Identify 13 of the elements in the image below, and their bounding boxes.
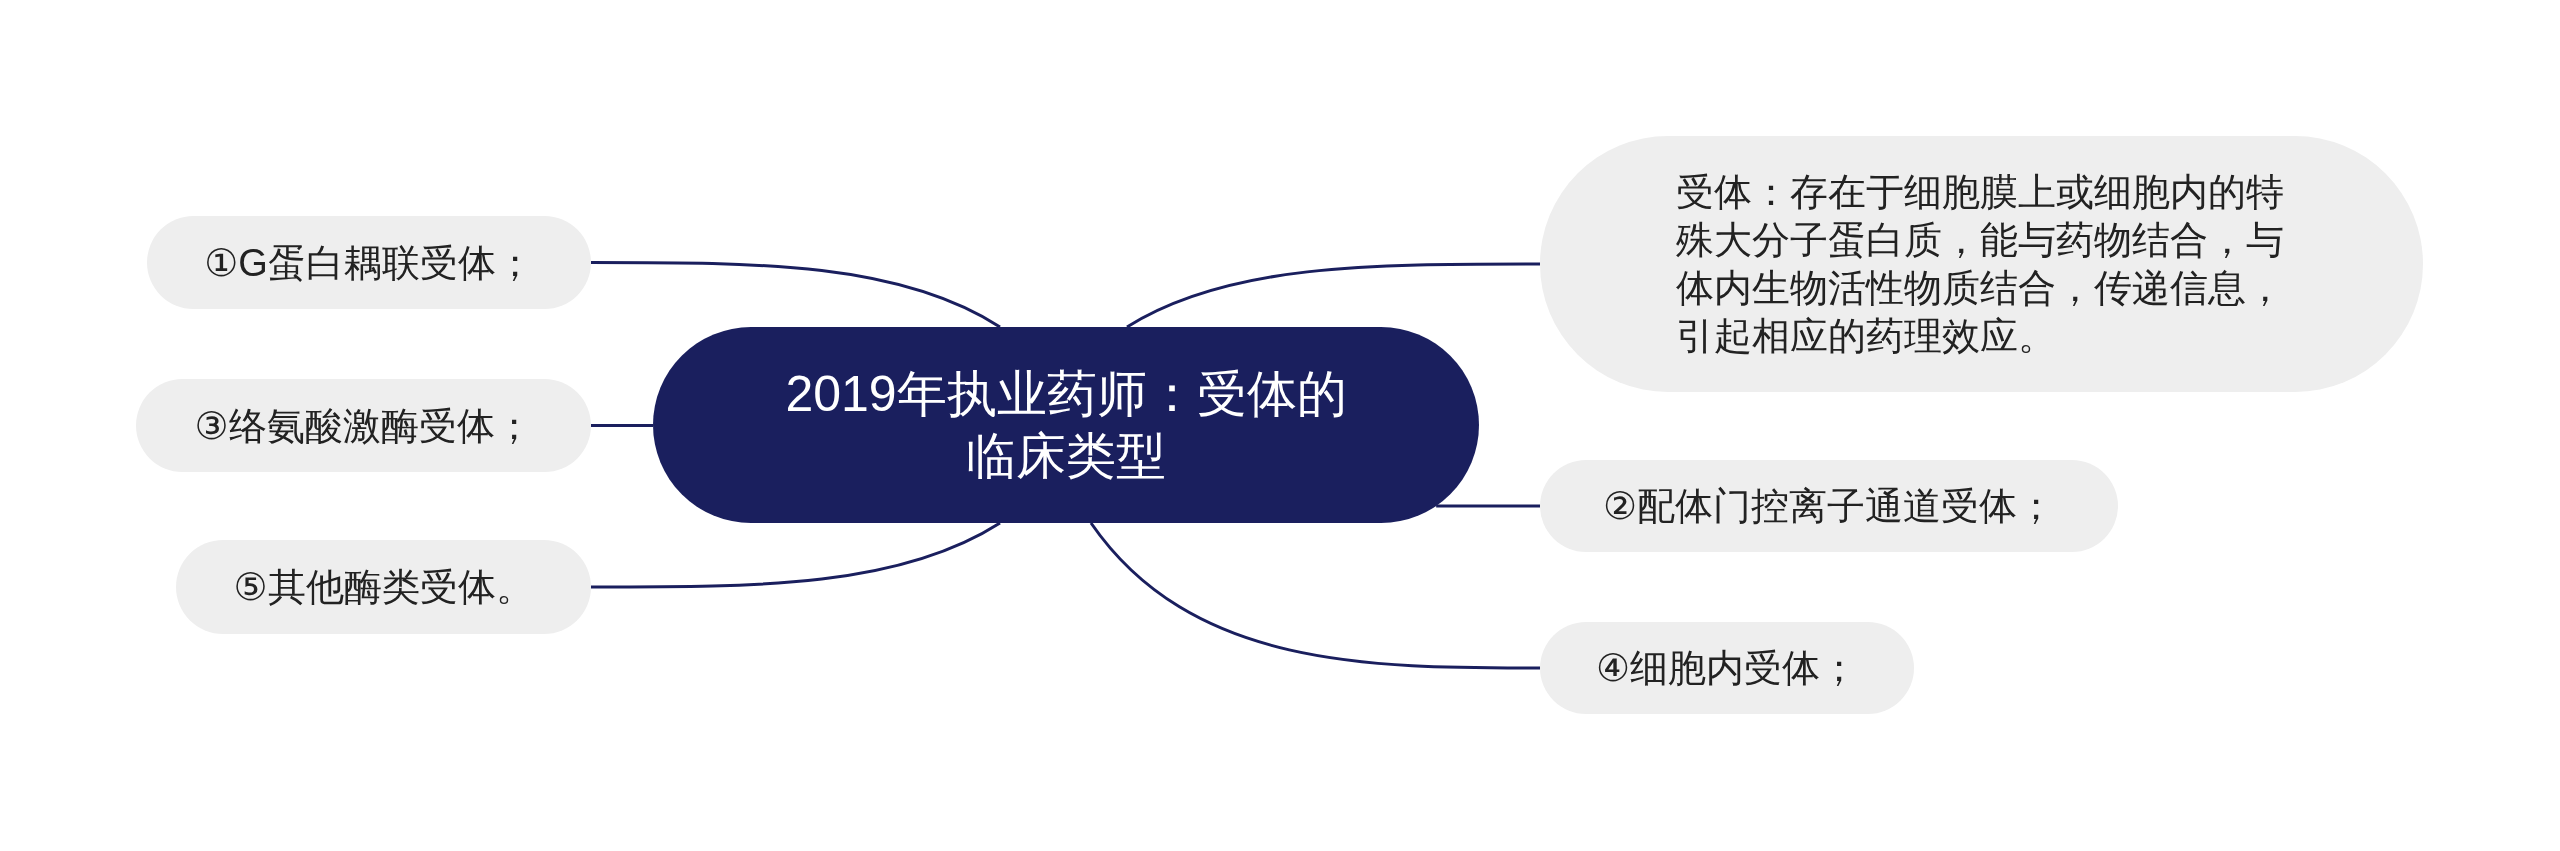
topic-box: ④细胞内受体； [1540,622,1914,714]
central-topic-box: 2019年执业药师：受体的临床类型 [653,327,1479,523]
connector-line [591,261,1001,329]
connector-line [1089,522,1540,670]
topic-box: ①G蛋白耦联受体； [147,216,591,309]
connector-line [1436,504,1540,508]
topic-box: ⑤其他酶类受体。 [176,540,591,634]
connector-line [591,424,653,427]
topic-box: ③络氨酸激酶受体； [136,379,591,472]
connector-line [591,521,1001,589]
topic-box: ②配体门控离子通道受体； [1540,460,2118,552]
connector-line [1126,262,1540,329]
topic-box: 受体：存在于细胞膜上或细胞内的特殊大分子蛋白质，能与药物结合，与体内生物活性物质结合，传递信息，引起相应的药理效应。 [1540,136,2423,392]
